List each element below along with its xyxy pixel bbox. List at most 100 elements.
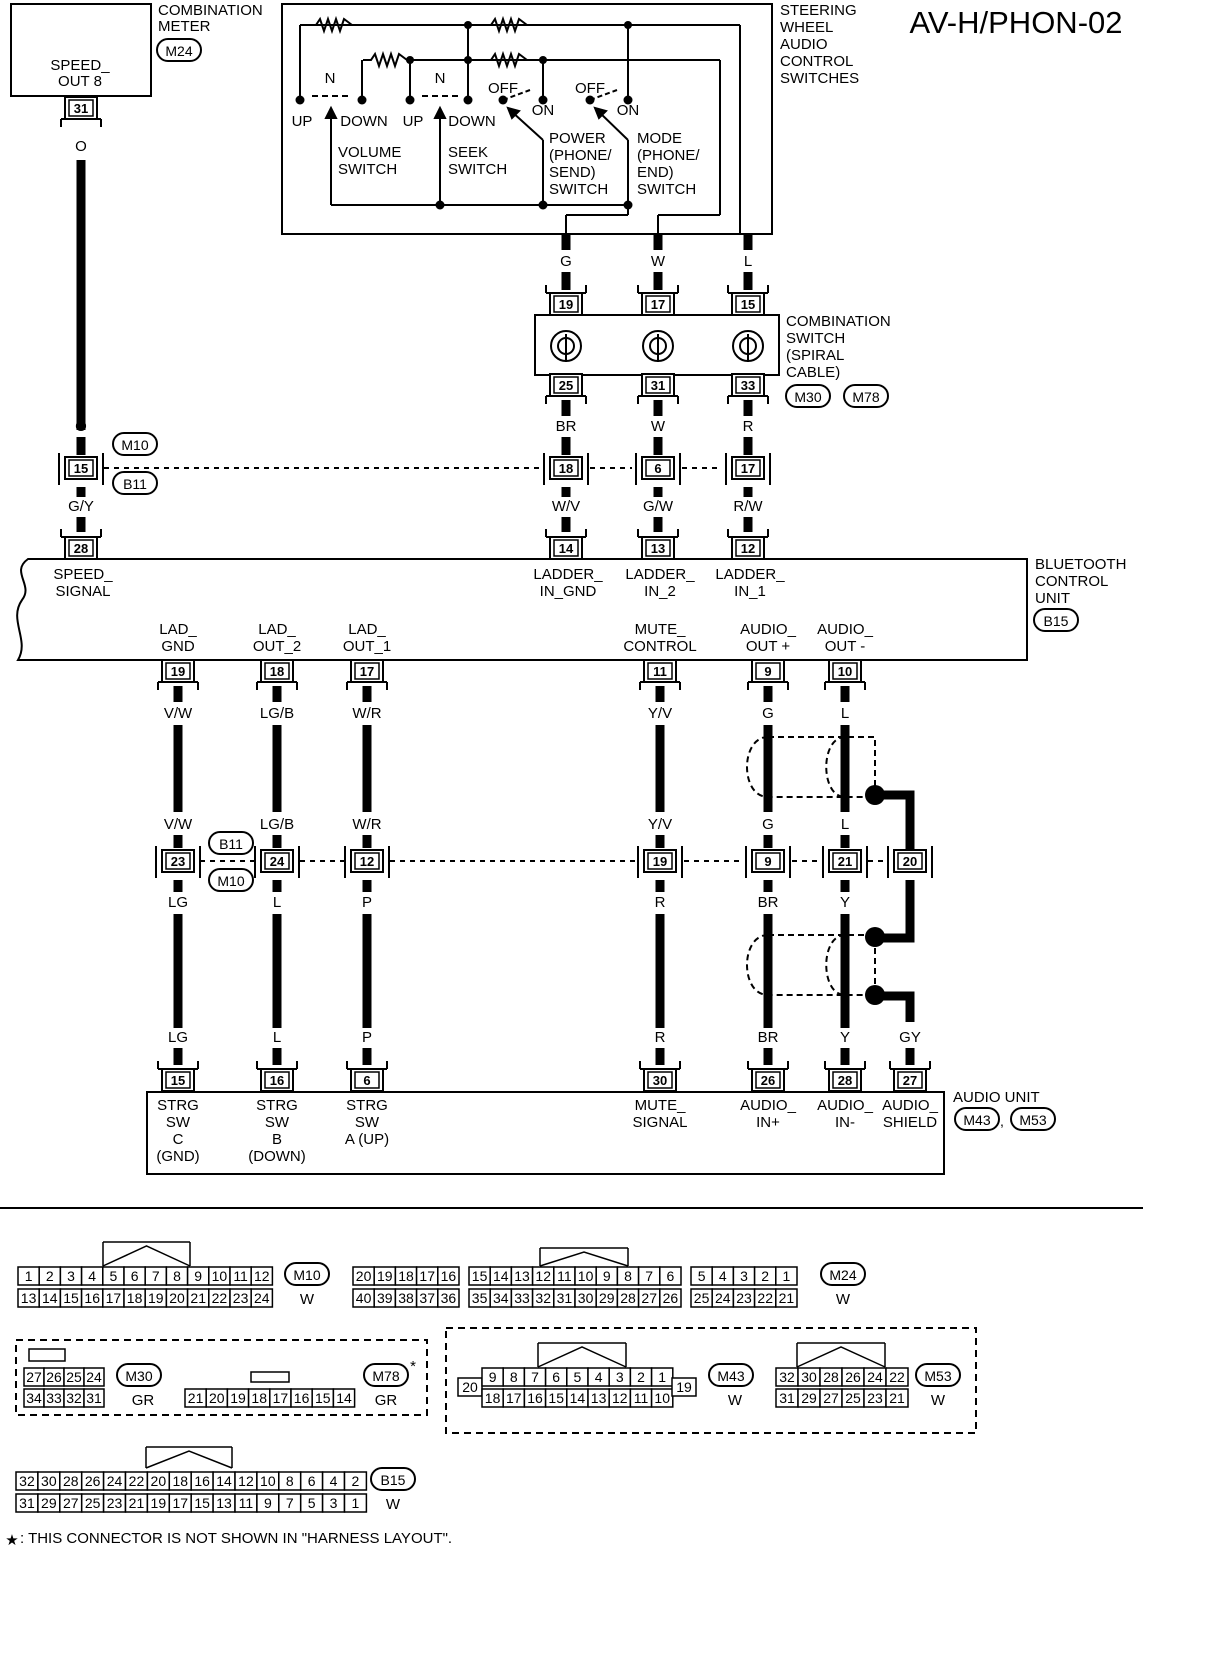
junction-dot [464, 21, 472, 29]
bcu-bottom-pin: 18 [256, 659, 298, 690]
pin-inner [647, 1071, 673, 1089]
cavity-number: 9 [489, 1369, 497, 1385]
pin-inner [553, 539, 579, 557]
bcu-terminal-label: SIGNAL [55, 583, 110, 600]
pin-inner [897, 1071, 923, 1089]
cavity-number: 5 [110, 1268, 118, 1284]
actuator-arrow-icon [433, 105, 447, 119]
shield-drain-dot [865, 985, 885, 1005]
badge-m10: M10 [112, 432, 158, 456]
cavity-number: 13 [21, 1290, 37, 1306]
cavity-number: 31 [557, 1290, 573, 1306]
pin-number: 9 [764, 854, 771, 869]
power-switch-label: (PHONE/ [549, 147, 612, 164]
volume-switch-label: VOLUME [338, 144, 401, 161]
cavity-number: 28 [63, 1473, 79, 1489]
wire-color-label: G [560, 253, 572, 270]
badge-label: M30 [125, 1368, 152, 1384]
audio-terminal-label: STRG [346, 1097, 388, 1114]
pin-number: 6 [654, 461, 661, 476]
cavity-number: 28 [823, 1369, 839, 1385]
combination-meter-label: COMBINATION [158, 2, 263, 19]
lower-junction-pin: 9 [745, 846, 791, 878]
cavity-number: 11 [239, 1495, 254, 1511]
mode-off-label: OFF [575, 80, 605, 97]
connector-color-label: W [931, 1392, 946, 1409]
badge-label: M30 [794, 389, 821, 405]
cavity-number: 17 [172, 1495, 188, 1511]
cavity-number: 20 [151, 1473, 167, 1489]
lower-junction-pin: 19 [637, 846, 683, 878]
cavity-number: 27 [26, 1369, 42, 1385]
lower-junction-pin: 12 [344, 846, 390, 878]
badge-outline [708, 1363, 754, 1387]
bcu-terminal-label: AUDIO_ [740, 621, 797, 638]
cavity-number: 10 [578, 1268, 594, 1284]
cavity-number: 2 [637, 1369, 645, 1385]
bcu-terminal-label: OUT_1 [343, 638, 391, 655]
cavity-number: 26 [845, 1369, 861, 1385]
wire-color-label: G/W [643, 498, 674, 515]
cavity-number: 12 [612, 1390, 628, 1406]
connector-color-label: W [836, 1291, 851, 1308]
cavity-number: 7 [645, 1268, 653, 1284]
badge-label: M10 [121, 437, 148, 453]
cavity-number: 11 [634, 1390, 649, 1406]
connector-group-frame [15, 1339, 428, 1416]
badge-label: M43 [963, 1112, 990, 1128]
audio-pin: 30 [639, 1061, 681, 1092]
cavity-number: 29 [801, 1390, 817, 1406]
volume-down-label: DOWN [340, 113, 388, 130]
cavity-number: 32 [535, 1290, 551, 1306]
pin-number: 16 [270, 1073, 284, 1088]
cavity-number: 17 [506, 1390, 522, 1406]
cavity-number: 25 [85, 1495, 101, 1511]
steering-switch-box [281, 3, 773, 235]
audio-pin: 15 [157, 1061, 199, 1092]
badge-label: B11 [123, 476, 147, 492]
pin-number: 21 [838, 854, 852, 869]
pin-inner [735, 539, 761, 557]
combination-switch-label: CABLE) [786, 364, 840, 381]
bcu-terminal-label: LADDER_ [533, 566, 603, 583]
pin-inner [354, 662, 380, 680]
pin-number: 19 [559, 297, 573, 312]
shield-outline [825, 934, 846, 996]
badge-outline [954, 1107, 1000, 1131]
cavity-number: 21 [188, 1390, 204, 1406]
spiral-bottom-pin: 25 [545, 373, 587, 404]
power-switch-label: POWER [549, 130, 606, 147]
shield-outline [768, 934, 876, 990]
cavity-number: 12 [254, 1268, 270, 1284]
wire-color-label: L [841, 816, 849, 833]
wire-color-label: R [655, 894, 666, 911]
junction-dot [538, 200, 548, 210]
pin-inner [165, 662, 191, 680]
badge-m24: M24 [156, 38, 202, 62]
seek-up-label: UP [403, 113, 424, 130]
pin-number: 30 [653, 1073, 667, 1088]
pin-inner [354, 852, 380, 870]
resistor-icon [483, 50, 528, 70]
volume-up-label: UP [292, 113, 313, 130]
audio-pin: 6 [346, 1061, 388, 1092]
cavity-number: 4 [330, 1473, 338, 1489]
cavity-number: 24 [254, 1290, 270, 1306]
audio-pin: 27 [889, 1061, 931, 1092]
cavity-number: 21 [779, 1290, 795, 1306]
switch-contact-dot [463, 95, 473, 105]
audio-terminal-label: MUTE_ [635, 1097, 686, 1114]
badge-face-m30: M30 [116, 1363, 162, 1387]
pin-number: 18 [270, 664, 284, 679]
wire-color-label: LG/B [260, 816, 294, 833]
pin-inner [553, 295, 579, 313]
badge-label: M10 [217, 873, 244, 889]
pin-number: 12 [360, 854, 374, 869]
cavity-number: 6 [131, 1268, 139, 1284]
pin-inner [735, 376, 761, 394]
pin-number: 19 [171, 664, 185, 679]
badge-label: B15 [381, 1472, 406, 1488]
badge-face-m53: M53 [915, 1363, 961, 1387]
connector-latch-icon [537, 1346, 627, 1368]
connector-cavity [437, 1288, 460, 1308]
